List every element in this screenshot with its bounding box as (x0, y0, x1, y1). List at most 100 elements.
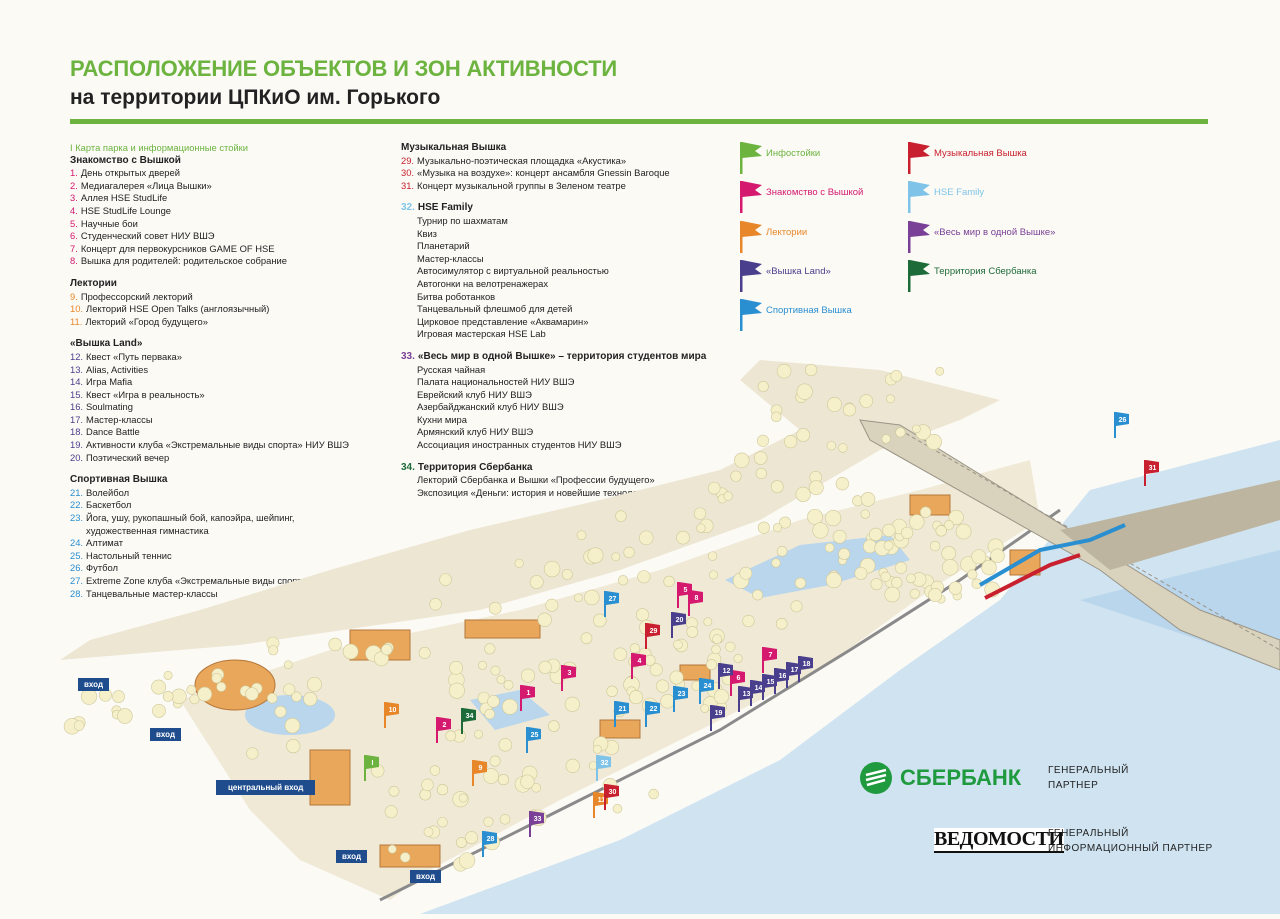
marker-number: 1 (527, 690, 531, 697)
map-marker-20[interactable]: 20 (671, 612, 686, 638)
map-marker-32[interactable]: 32 (596, 755, 611, 781)
marker-number: 5 (684, 587, 688, 594)
item-number: 19. (70, 439, 84, 451)
map-marker-1[interactable]: 1 (520, 685, 535, 711)
sberbank-wordmark: СБЕРБАНК (900, 765, 1022, 790)
marker-number: 2 (443, 722, 447, 729)
flag-icon (740, 181, 762, 213)
map-marker-22[interactable]: 22 (645, 701, 660, 727)
tree (418, 647, 431, 659)
tree (854, 566, 868, 580)
section-title: Лектории (70, 278, 390, 291)
legend-label: Территория Сбербанка (934, 266, 1037, 277)
building-north (464, 619, 541, 639)
tree (548, 720, 560, 732)
tree (832, 529, 847, 544)
tree (186, 684, 197, 695)
program-item: Лекторий Сбербанка и Вышки «Профессии бу… (401, 474, 731, 487)
map-marker-4[interactable]: 4 (631, 653, 646, 679)
marker-number: 6 (737, 675, 741, 682)
stadium-building (194, 659, 276, 711)
program-item: Танцевальный флешмоб для детей (401, 303, 731, 316)
tree (730, 470, 742, 482)
tree (941, 546, 957, 561)
map-marker-9[interactable]: 9 (472, 760, 487, 786)
map-marker-24[interactable]: 24 (699, 678, 714, 704)
tree (613, 647, 628, 662)
tree (775, 617, 788, 630)
map-marker-16[interactable]: 16 (774, 668, 789, 694)
tree (274, 705, 287, 718)
entrance-label-4[interactable]: вход (410, 870, 442, 883)
tree (497, 774, 509, 786)
program-item: Мастер-классы (401, 253, 731, 266)
map-marker-18[interactable]: 18 (798, 656, 813, 682)
map-marker-34[interactable]: 34 (461, 708, 476, 734)
item-text: Волейбол (86, 486, 130, 498)
map-marker-28[interactable]: 28 (482, 831, 497, 857)
tree (490, 665, 501, 676)
item-number: 6. (70, 230, 78, 242)
entrance-label-1[interactable]: вход (78, 678, 110, 691)
tree (796, 428, 811, 442)
map-marker-26[interactable]: 26 (1114, 412, 1129, 438)
item-text: Игра Mafia (86, 376, 133, 388)
tree (592, 744, 602, 754)
map-marker-29[interactable]: 29 (645, 623, 660, 649)
item-text: Музыкально-поэтическая площадка «Акустик… (417, 154, 627, 166)
marker-number: I (372, 760, 374, 767)
map-marker-30[interactable]: 30 (604, 784, 619, 810)
pond-east (725, 535, 910, 598)
map-marker-19[interactable]: 19 (710, 705, 725, 731)
item-text: Аллея HSE StudLife (80, 192, 168, 204)
map-marker-25[interactable]: 25 (526, 727, 541, 753)
tree (611, 552, 621, 562)
map-marker-7[interactable]: 7 (762, 647, 777, 673)
map-marker-6[interactable]: 6 (730, 670, 745, 696)
tree (895, 561, 908, 574)
entrance-label-2[interactable]: вход (150, 728, 182, 741)
tree (303, 691, 318, 707)
tree (795, 486, 811, 502)
tree (909, 588, 920, 599)
section-title-text: Территория Сбербанка (417, 461, 533, 473)
tree (825, 572, 842, 589)
map-marker-3[interactable]: 3 (561, 665, 576, 691)
map-marker-10[interactable]: 10 (384, 702, 399, 728)
tree (342, 643, 359, 660)
tree (465, 831, 479, 845)
tree (489, 755, 501, 767)
map-marker-12[interactable]: 12 (718, 663, 733, 689)
tree (835, 477, 849, 491)
tree (448, 682, 465, 699)
program-item: Квиз (401, 228, 731, 241)
tree (545, 598, 559, 612)
map-marker-23[interactable]: 23 (673, 686, 688, 712)
program-item: 31.Концерт музыкальной группы в Зеленом … (401, 180, 731, 193)
tree (807, 508, 823, 525)
program-item: Кухни мира (401, 414, 731, 427)
page-subtitle: на территории ЦПКиО им. Горького (70, 86, 441, 109)
map-marker-33[interactable]: 33 (529, 811, 544, 837)
map-marker-15[interactable]: 15 (762, 674, 777, 700)
section-title: 33.«Весь мир в одной Вышке» – территория… (401, 351, 731, 364)
map-marker-27[interactable]: 27 (604, 591, 619, 617)
map-marker-8[interactable]: 8 (688, 590, 703, 616)
marker-number: 26 (1119, 417, 1127, 424)
map-marker-14[interactable]: 14 (750, 680, 765, 706)
map-marker-I[interactable]: I (364, 755, 379, 781)
item-text: Лекторий «Город будущего» (85, 315, 208, 327)
tree (776, 363, 792, 379)
map-marker-31[interactable]: 31 (1144, 460, 1159, 486)
map-marker-21[interactable]: 21 (614, 701, 629, 727)
map-marker-2[interactable]: 2 (436, 717, 451, 743)
legend-label: Знакомство с Вышкой (766, 187, 864, 198)
tree (948, 581, 963, 595)
map-marker-17[interactable]: 17 (786, 662, 801, 688)
item-text: Лекторий Сбербанка и Вышки «Профессии бу… (417, 474, 655, 486)
tree (757, 380, 769, 392)
map-marker-13[interactable]: 13 (738, 686, 753, 712)
entrance-label-central[interactable]: центральный вход (216, 780, 316, 795)
entrance-label-3[interactable]: вход (336, 850, 368, 863)
